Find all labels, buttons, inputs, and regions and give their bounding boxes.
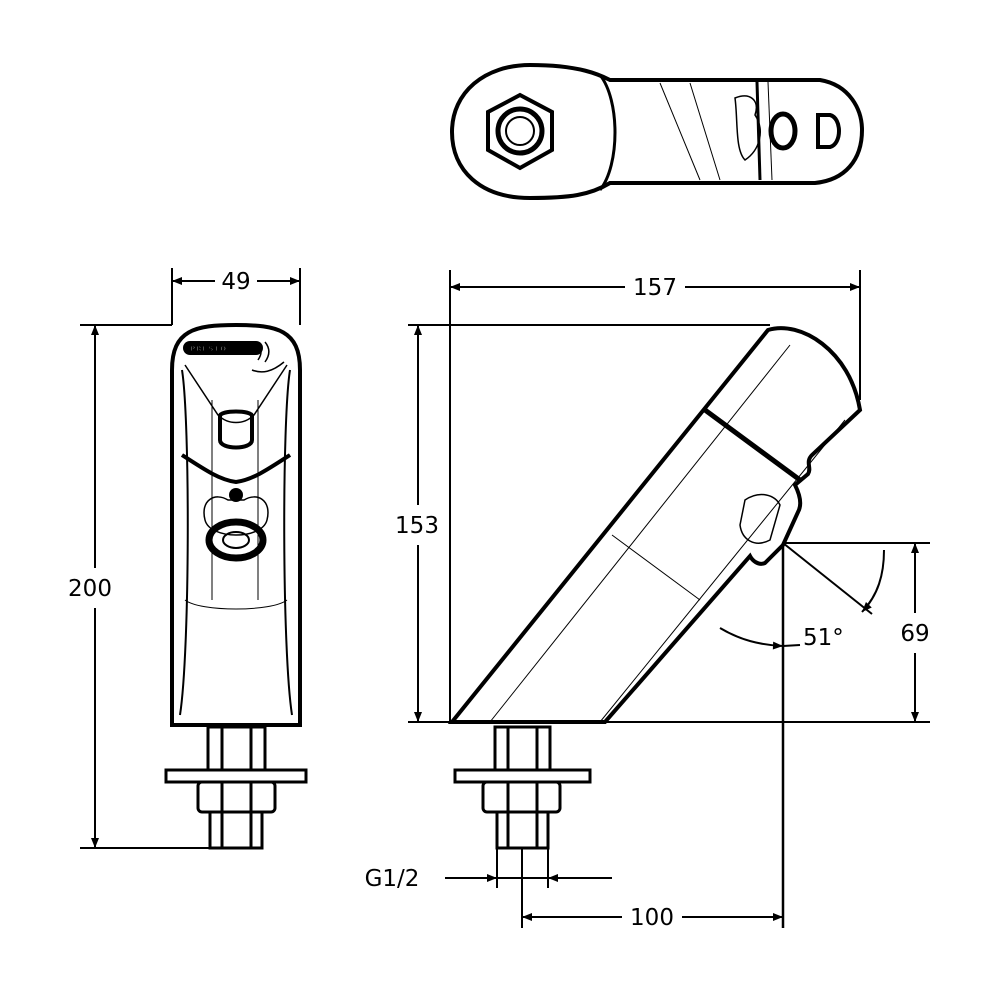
- dim-thread-g12: G1/2: [365, 866, 420, 892]
- front-fitting: [164, 725, 308, 850]
- dim-height-69: 69: [900, 621, 929, 647]
- dim-angle-51: 51°: [803, 625, 844, 651]
- brand-logo: PRESTO: [190, 345, 227, 353]
- dim-height-200: 200: [68, 576, 112, 602]
- dim-length-157: 157: [633, 275, 677, 301]
- hex-nut: [486, 92, 554, 171]
- side-fitting: [453, 725, 592, 850]
- top-view: [449, 62, 865, 201]
- outlet-ring: [495, 106, 545, 156]
- side-body-outline: [447, 326, 863, 724]
- dim-reach-100: 100: [630, 905, 674, 931]
- dim-width-49: 49: [221, 269, 250, 295]
- side-view: [447, 326, 863, 850]
- sensor-icon: [251, 341, 285, 373]
- dimension-lines: [80, 268, 930, 928]
- dimension-labels: 49 200 157 153 69 51° G1/2 100: [68, 269, 930, 931]
- front-body-outline: [170, 322, 302, 727]
- dim-height-153: 153: [395, 513, 439, 539]
- top-view-outline: [449, 62, 865, 201]
- front-view: PRESTO: [164, 322, 308, 850]
